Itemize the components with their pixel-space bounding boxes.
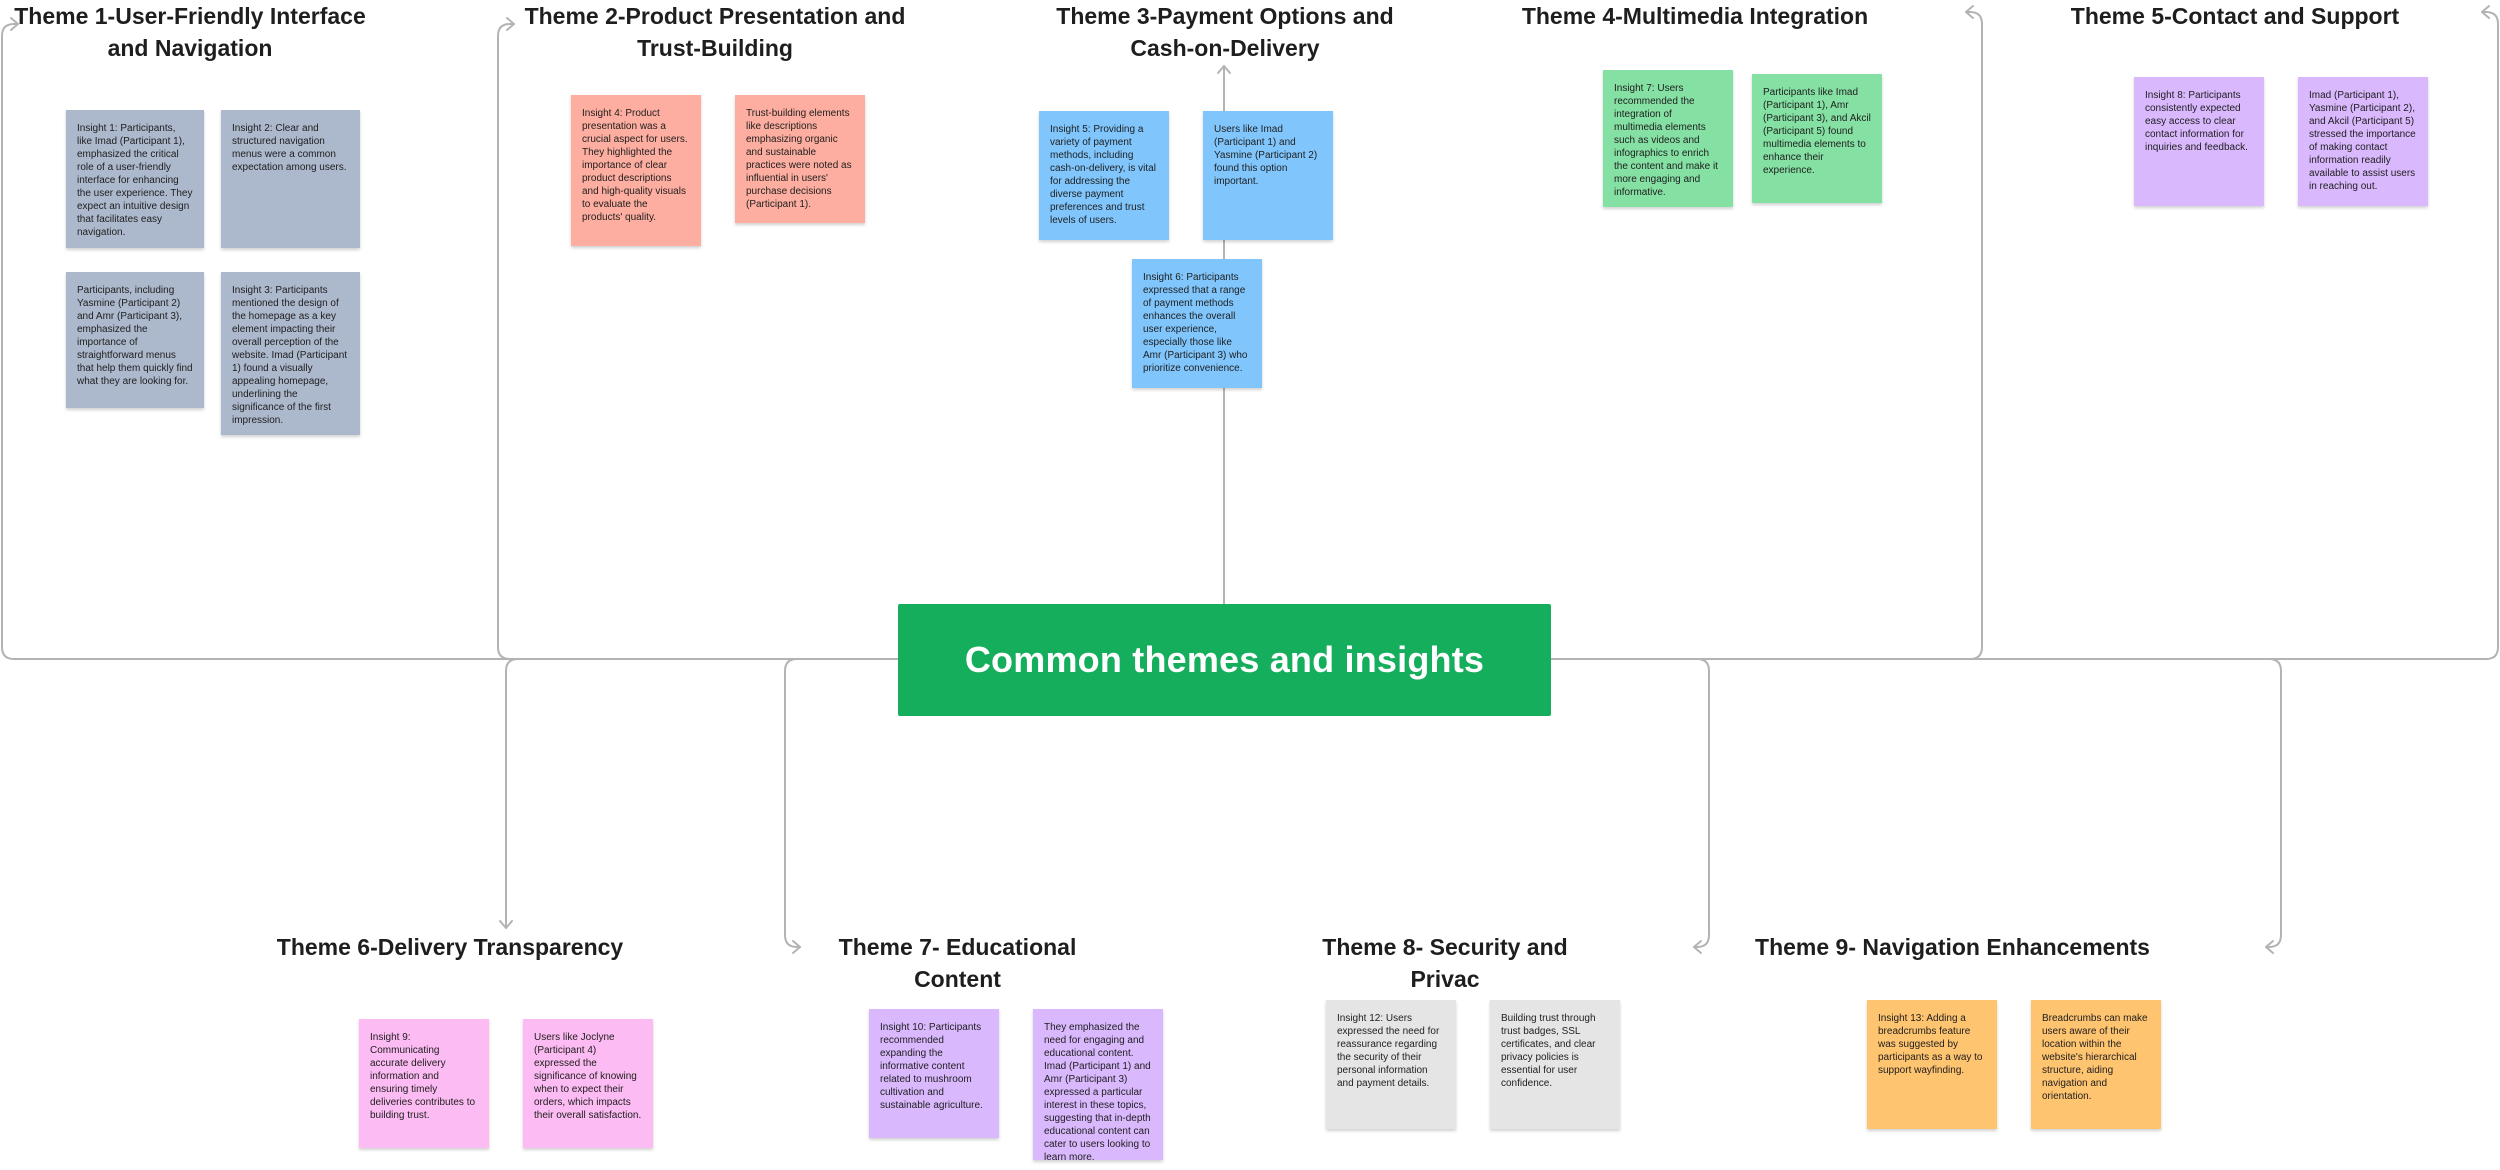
- theme6-title-line1: Theme 6-Delivery Transparency: [276, 934, 624, 960]
- theme4-note-2[interactable]: Participants like Imad (Participant 1), …: [1752, 74, 1882, 203]
- theme3-title-line1: Theme 3-Payment Options and: [1056, 3, 1394, 29]
- theme8-title: Theme 8- Security and Privac: [1290, 931, 1600, 995]
- theme8-note-2[interactable]: Building trust through trust badges, SSL…: [1490, 1000, 1620, 1129]
- theme7-title-line1: Theme 7- Educational Content: [838, 934, 1077, 992]
- central-node[interactable]: Common themes and insights: [898, 604, 1551, 716]
- theme8-note-1[interactable]: Insight 12: Users expressed the need for…: [1326, 1000, 1456, 1129]
- theme5-note-2[interactable]: Imad (Participant 1), Yasmine (Participa…: [2298, 77, 2428, 206]
- theme3-title-line2: Cash-on-Delivery: [1130, 35, 1320, 61]
- connector-theme7: [784, 658, 899, 948]
- arrowhead-theme2: [506, 17, 515, 31]
- theme9-title: Theme 9- Navigation Enhancements: [1755, 931, 2150, 963]
- theme6-title: Theme 6-Delivery Transparency: [250, 931, 650, 963]
- theme3-title: Theme 3-Payment Options and Cash-on-Deli…: [1040, 0, 1410, 64]
- theme2-note-2[interactable]: Trust-building elements like description…: [735, 95, 865, 223]
- theme1-title-line2: and Navigation: [107, 35, 273, 61]
- theme2-title-line2: Trust-Building: [637, 35, 793, 61]
- theme5-note-1[interactable]: Insight 8: Participants consistently exp…: [2134, 77, 2264, 206]
- theme3-note-1[interactable]: Insight 5: Providing a variety of paymen…: [1039, 111, 1169, 240]
- arrowhead-theme8: [1693, 940, 1702, 954]
- theme3-note-2[interactable]: Users like Imad (Participant 1) and Yasm…: [1203, 111, 1333, 240]
- theme9-note-2[interactable]: Breadcrumbs can make users aware of thei…: [2031, 1000, 2161, 1129]
- theme2-title-line1: Theme 2-Product Presentation and: [524, 3, 906, 29]
- theme7-title: Theme 7- Educational Content: [800, 931, 1115, 995]
- theme1-note-2[interactable]: Insight 2: Clear and structured navigati…: [221, 110, 360, 248]
- theme8-title-line1: Theme 8- Security and Privac: [1322, 934, 1568, 992]
- arrowhead-theme4: [1965, 5, 1974, 19]
- theme3-note-3[interactable]: Insight 6: Participants expressed that a…: [1132, 259, 1262, 388]
- arrowhead-theme9: [2265, 940, 2274, 954]
- arrowhead-theme6: [499, 920, 513, 929]
- arrowhead-theme3: [1217, 65, 1231, 74]
- arrowhead-theme5: [2481, 5, 2490, 19]
- theme1-title-line1: Theme 1-User-Friendly Interface: [14, 3, 366, 29]
- theme1-title: Theme 1-User-Friendly Interface and Navi…: [10, 0, 370, 64]
- theme1-note-3[interactable]: Participants, including Yasmine (Partici…: [66, 272, 204, 408]
- theme1-note-4[interactable]: Insight 3: Participants mentioned the de…: [221, 272, 360, 435]
- central-node-label: Common themes and insights: [964, 639, 1485, 680]
- theme4-note-1[interactable]: Insight 7: Users recommended the integra…: [1603, 70, 1733, 207]
- theme2-title: Theme 2-Product Presentation and Trust-B…: [515, 0, 915, 64]
- theme4-title: Theme 4-Multimedia Integration: [1500, 0, 1890, 32]
- connector-theme8: [1550, 658, 1710, 948]
- theme6-note-2[interactable]: Users like Joclyne (Participant 4) expre…: [523, 1019, 653, 1148]
- theme1-note-1[interactable]: Insight 1: Participants, like Imad (Part…: [66, 110, 204, 248]
- connector-theme9: [1550, 658, 2282, 948]
- theme9-title-line1: Theme 9- Navigation Enhancements: [1755, 934, 2150, 960]
- theme6-note-1[interactable]: Insight 9: Communicating accurate delive…: [359, 1019, 489, 1148]
- arrowhead-theme7: [792, 940, 801, 954]
- theme9-note-1[interactable]: Insight 13: Adding a breadcrumbs feature…: [1867, 1000, 1997, 1129]
- theme2-note-1[interactable]: Insight 4: Product presentation was a cr…: [571, 95, 701, 246]
- theme7-note-2[interactable]: They emphasized the need for engaging an…: [1033, 1009, 1163, 1163]
- theme4-title-line1: Theme 4-Multimedia Integration: [1521, 3, 1869, 29]
- theme7-note-1[interactable]: Insight 10: Participants recommended exp…: [869, 1009, 999, 1138]
- connector-theme6: [505, 658, 899, 929]
- theme5-title: Theme 5-Contact and Support: [2040, 0, 2430, 32]
- theme5-title-line1: Theme 5-Contact and Support: [2070, 3, 2400, 29]
